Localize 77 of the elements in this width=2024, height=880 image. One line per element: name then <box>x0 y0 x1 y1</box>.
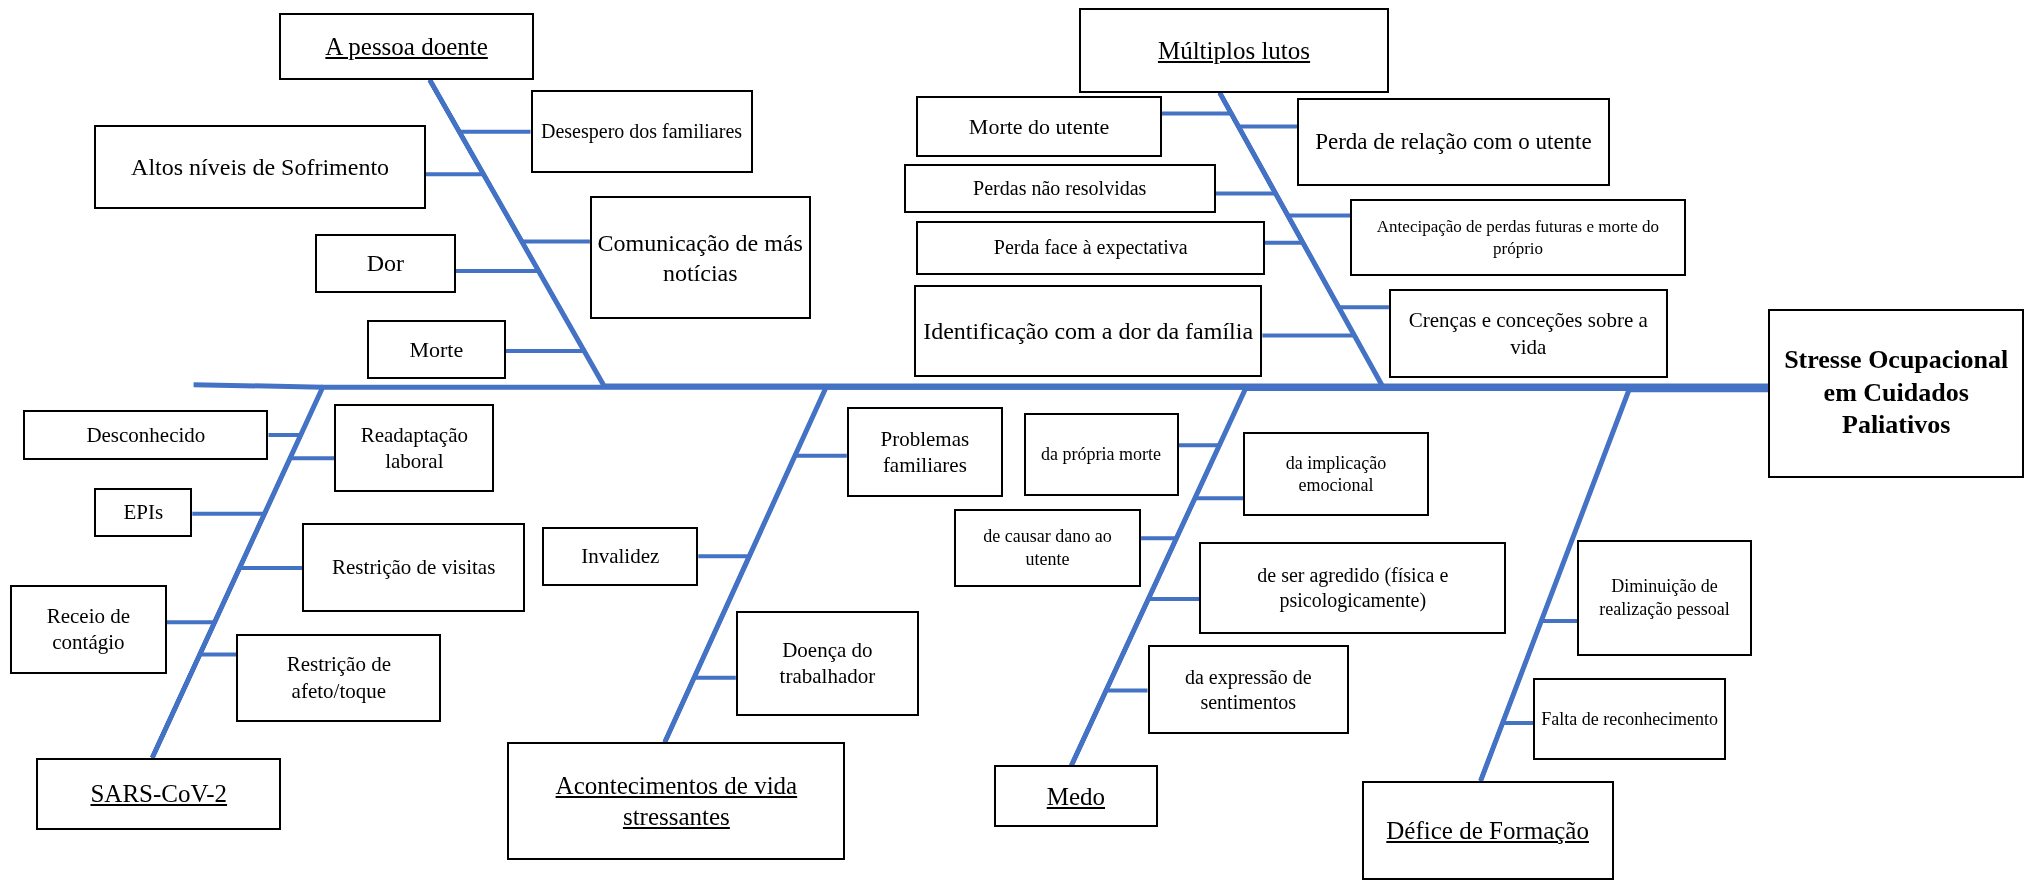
category-box <box>1079 7 1389 93</box>
cause-label: Comunicação de más notícias <box>596 228 804 288</box>
cause-box <box>1199 542 1507 634</box>
cause-box <box>236 633 442 722</box>
cause-label: Morte do utente <box>968 112 1110 141</box>
cause-box <box>916 95 1162 158</box>
category-box <box>278 12 535 80</box>
cause-label: Crenças e conceções sobre a vida <box>1407 307 1649 360</box>
cause-box <box>913 285 1263 377</box>
cause-box <box>846 406 1003 497</box>
cause-box <box>542 526 699 586</box>
cause-label: Perdas não resolvidas <box>973 175 1147 201</box>
cause-box <box>10 584 167 674</box>
cause-label: Perda de relação com o utente <box>1315 127 1592 156</box>
cause-box <box>953 508 1142 588</box>
cause-label: Problemas familiares <box>879 425 971 478</box>
category-box <box>507 742 846 860</box>
cause-box <box>735 610 920 717</box>
cause-label: Invalidez <box>581 543 660 570</box>
cause-label: Morte <box>409 336 464 364</box>
category-title: Múltiplos lutos <box>1157 35 1311 66</box>
cause-box <box>1297 98 1610 186</box>
cause-label: Desconhecido <box>86 421 206 449</box>
fishbone-line <box>1478 720 1534 782</box>
cause-box <box>1243 432 1429 517</box>
category-title: Défice de Formação <box>1386 816 1589 846</box>
fishbone-line <box>1478 387 1769 782</box>
category-title: Acontecimentos de vida stressantes <box>554 770 799 832</box>
cause-label: da implicação emocional <box>1284 451 1388 497</box>
cause-label: de causar dano ao utente <box>982 525 1113 571</box>
cause-label: Dor <box>366 249 404 279</box>
cause-label: Falta de reconhecimento <box>1541 707 1719 731</box>
fishbone-line <box>428 79 588 354</box>
category-box <box>1361 780 1614 880</box>
cause-label: Doença do trabalhador <box>778 637 877 690</box>
cause-box <box>1533 677 1726 761</box>
cause-label: Readaptação laboral <box>359 421 469 475</box>
category-box <box>993 765 1158 828</box>
cause-label: de ser agredido (física e psicologicamente) <box>1256 562 1450 613</box>
cause-label: EPIs <box>123 499 164 526</box>
cause-box <box>1577 539 1752 656</box>
category-title: SARS-CoV-2 <box>90 779 228 810</box>
category-box <box>36 757 282 830</box>
cause-label: Restrição de afeto/toque <box>285 651 392 704</box>
cause-label: Altos níveis de Sofrimento <box>131 153 390 183</box>
category-title: Medo <box>1046 781 1106 812</box>
cause-box <box>302 522 526 612</box>
cause-box <box>903 163 1216 213</box>
cause-box <box>94 487 193 537</box>
cause-label: Restrição de visitas <box>332 554 496 581</box>
cause-box <box>366 320 506 380</box>
cause-label: da própria morte <box>1041 443 1162 466</box>
effect-box <box>1768 308 2024 478</box>
effect-title: Stresse Ocupacional em Cuidados Paliativos <box>1783 344 2010 442</box>
cause-label: Receio de contágio <box>45 603 132 656</box>
cause-box <box>314 233 456 293</box>
cause-label: Perda face à expectativa <box>993 235 1188 261</box>
cause-box <box>1388 289 1668 379</box>
cause-label: Identificação com a dor da família <box>923 317 1254 347</box>
cause-box <box>916 220 1265 275</box>
fishbone-line <box>1069 688 1148 767</box>
cause-label: Antecipação de perdas futuras e morte do próprio <box>1375 216 1661 259</box>
cause-box <box>334 404 495 492</box>
fishbone-line <box>150 652 237 759</box>
cause-label: Desespero dos familiares <box>541 119 743 145</box>
cause-box <box>1350 198 1686 277</box>
fishbone-line <box>662 675 736 744</box>
cause-box <box>589 196 811 319</box>
cause-box <box>1023 413 1179 496</box>
cause-label: Diminuição de realização pessoal <box>1598 575 1731 621</box>
cause-label: da expressão de sentimentos <box>1183 664 1313 715</box>
cause-box <box>23 410 269 460</box>
category-title: A pessoa doente <box>325 31 488 62</box>
cause-box <box>530 90 753 173</box>
cause-box <box>94 125 426 210</box>
cause-box <box>1147 645 1349 735</box>
fishbone-line <box>1218 91 1389 310</box>
